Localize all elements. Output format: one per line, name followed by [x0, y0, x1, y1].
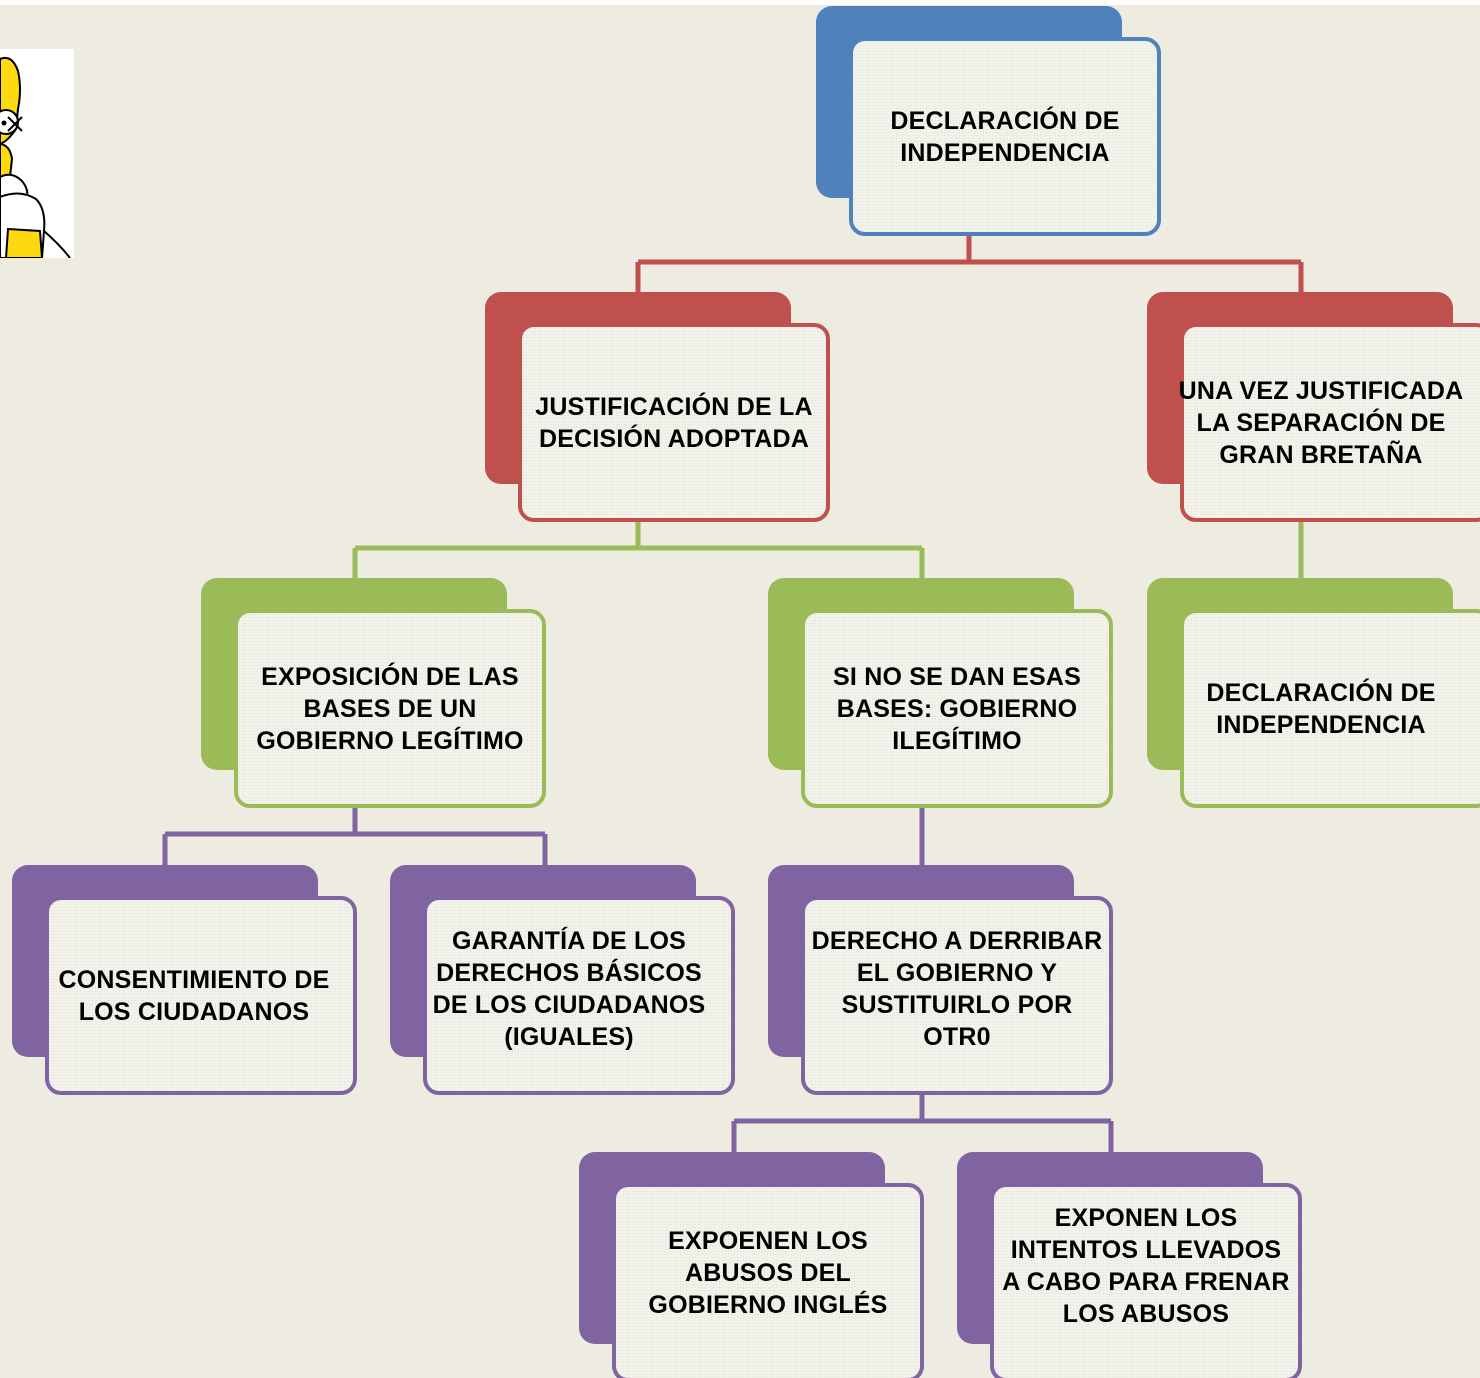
connector-exposicion: [162, 806, 548, 868]
node-declaracion2-box: DECLARACIÓN DE INDEPENDENCIA: [1180, 609, 1480, 808]
node-intentos: EXPONEN LOS INTENTOS LLEVADOS A CABO PAR…: [957, 1152, 1302, 1378]
connector-root: [635, 233, 1304, 297]
node-ilegitimo: SI NO SE DAN ESAS BASES: GOBIERNO ILEGÍT…: [768, 578, 1113, 808]
node-root: DECLARACIÓN DE INDEPENDENCIA: [816, 6, 1161, 236]
connector-derecho: [731, 1093, 1114, 1155]
node-consentimiento: CONSENTIMIENTO DE LOS CIUDADANOS: [12, 865, 357, 1095]
node-ilegitimo-box: SI NO SE DAN ESAS BASES: GOBIERNO ILEGÍT…: [801, 609, 1113, 808]
node-abusos-label: EXPOENEN LOS ABUSOS DEL GOBIERNO INGLÉS: [648, 1226, 888, 1319]
node-root-box: DECLARACIÓN DE INDEPENDENCIA: [849, 37, 1161, 236]
node-declaracion2: DECLARACIÓN DE INDEPENDENCIA: [1147, 578, 1480, 808]
node-intentos-label: EXPONEN LOS INTENTOS LLEVADOS A CABO PAR…: [1002, 1203, 1290, 1328]
node-derecho-box: DERECHO A DERRIBAR EL GOBIERNO Y SUSTITU…: [801, 896, 1113, 1095]
node-exposicion-box: EXPOSICIÓN DE LAS BASES DE UN GOBIERNO L…: [234, 609, 546, 808]
node-abusos: EXPOENEN LOS ABUSOS DEL GOBIERNO INGLÉS: [579, 1152, 924, 1378]
node-separacion-box: UNA VEZ JUSTIFICADA LA SEPARACIÓN DE GRA…: [1178, 323, 1480, 522]
homer-simpson-image: [0, 49, 74, 258]
node-garantia: GARANTÍA DE LOS DERECHOS BÁSICOS DE LOS …: [390, 865, 735, 1095]
node-exposicion-label: EXPOSICIÓN DE LAS BASES DE UN GOBIERNO L…: [256, 662, 524, 755]
node-justificacion-label: JUSTIFICACIÓN DE LA DECISIÓN ADOPTADA: [535, 392, 813, 453]
node-root-label: DECLARACIÓN DE INDEPENDENCIA: [890, 106, 1120, 167]
node-consentimiento-label: CONSENTIMIENTO DE LOS CIUDADANOS: [58, 965, 330, 1026]
node-ilegitimo-label: SI NO SE DAN ESAS BASES: GOBIERNO ILEGÍT…: [833, 662, 1081, 755]
node-justificacion-box: JUSTIFICACIÓN DE LA DECISIÓN ADOPTADA: [518, 323, 830, 522]
node-separacion-label: UNA VEZ JUSTIFICADA LA SEPARACIÓN DE GRA…: [1178, 376, 1464, 469]
node-intentos-box: EXPONEN LOS INTENTOS LLEVADOS A CABO PAR…: [990, 1183, 1302, 1378]
node-garantia-label: GARANTÍA DE LOS DERECHOS BÁSICOS DE LOS …: [432, 926, 706, 1051]
node-exposicion: EXPOSICIÓN DE LAS BASES DE UN GOBIERNO L…: [201, 578, 546, 808]
node-derecho-label: DERECHO A DERRIBAR EL GOBIERNO Y SUSTITU…: [811, 926, 1103, 1051]
node-derecho: DERECHO A DERRIBAR EL GOBIERNO Y SUSTITU…: [768, 865, 1113, 1095]
node-abusos-box: EXPOENEN LOS ABUSOS DEL GOBIERNO INGLÉS: [612, 1183, 924, 1378]
node-declaracion2-label: DECLARACIÓN DE INDEPENDENCIA: [1206, 678, 1436, 739]
connector-justificacion: [352, 520, 925, 583]
node-consentimiento-box: CONSENTIMIENTO DE LOS CIUDADANOS: [45, 896, 357, 1095]
node-justificacion: JUSTIFICACIÓN DE LA DECISIÓN ADOPTADA: [485, 292, 830, 522]
node-garantia-box: GARANTÍA DE LOS DERECHOS BÁSICOS DE LOS …: [423, 896, 735, 1095]
node-separacion: UNA VEZ JUSTIFICADA LA SEPARACIÓN DE GRA…: [1147, 292, 1480, 522]
